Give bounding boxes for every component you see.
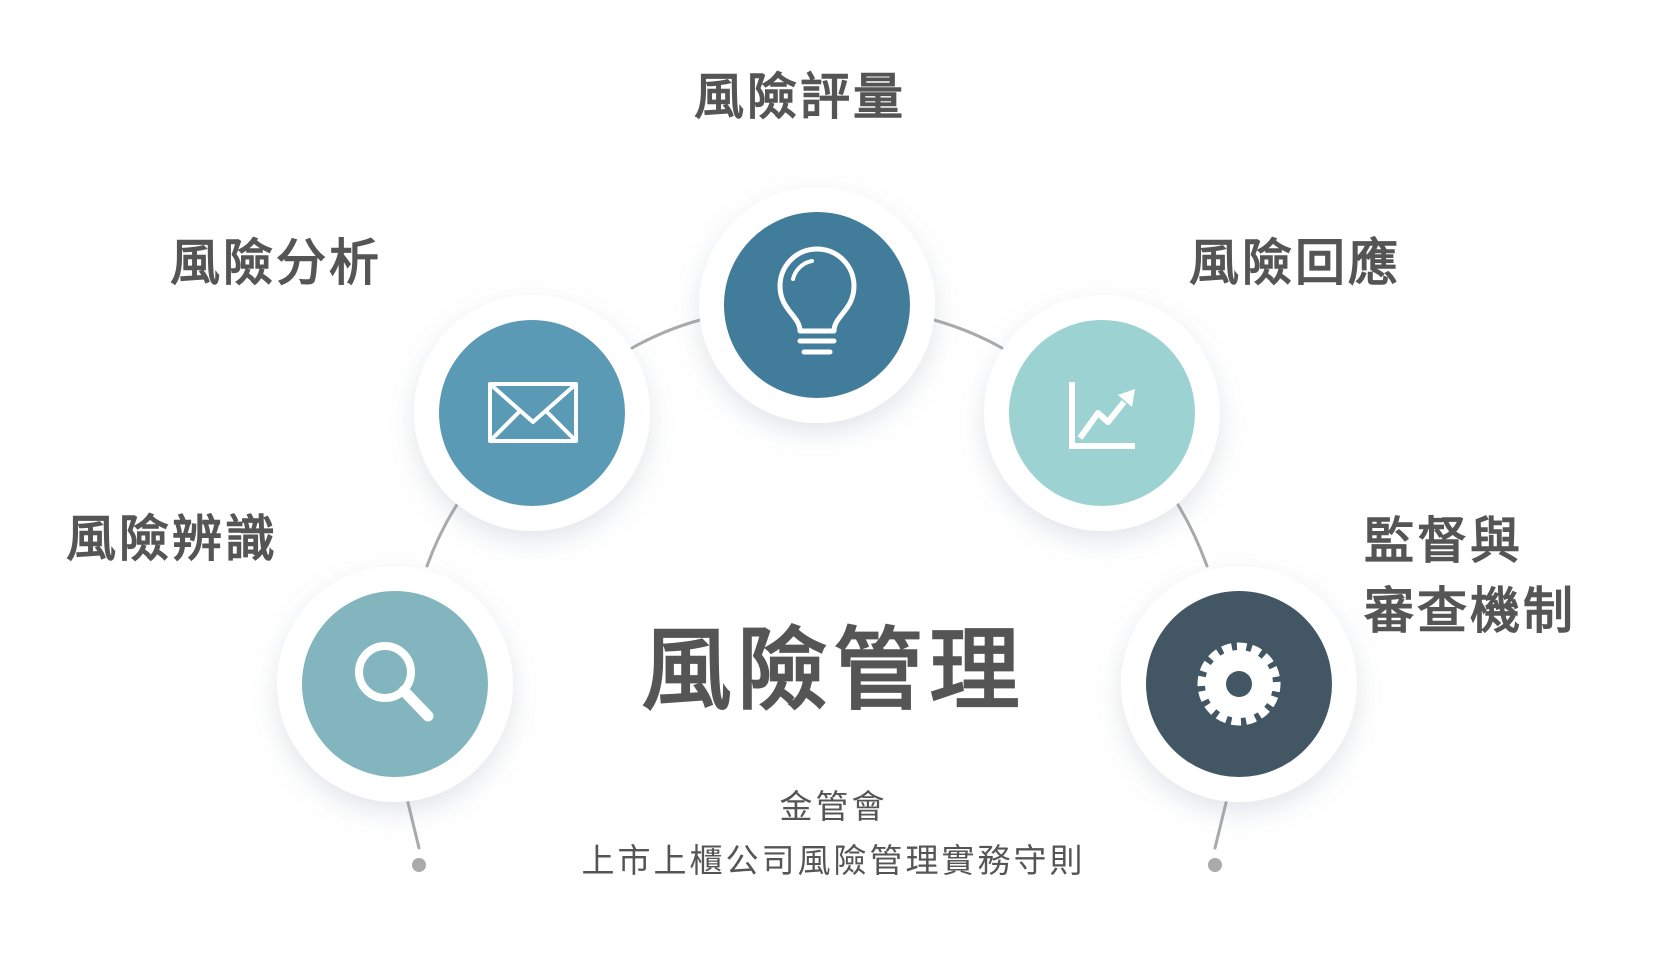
connector-evaluate-respond xyxy=(932,318,1004,350)
connector-identify-analyze xyxy=(425,498,462,568)
stage-label-monitor-line-1: 監督與 xyxy=(1364,512,1523,570)
stage-label-monitor-line-2: 審查機制 xyxy=(1364,582,1576,640)
stage-identify xyxy=(277,566,513,802)
stage-label-monitor: 監督與 審查機制 xyxy=(1364,506,1576,646)
connector-analyze-evaluate xyxy=(630,318,702,350)
stage-analyze xyxy=(414,295,650,531)
search-icon xyxy=(355,642,434,722)
source-document: 上市上櫃公司風險管理實務守則 xyxy=(581,841,1086,880)
lightbulb-icon xyxy=(777,246,857,355)
center-title: 風險管理 xyxy=(641,618,1026,723)
stage-respond xyxy=(984,295,1220,531)
stage-label-respond: 風險回應 xyxy=(1189,234,1401,292)
stage-evaluate xyxy=(699,187,935,423)
stage-evaluate-circle xyxy=(724,212,910,398)
connector-respond-monitor xyxy=(1173,498,1209,568)
stage-label-evaluate: 風險評量 xyxy=(694,68,906,126)
chart-trend-icon xyxy=(1069,382,1135,449)
gear-icon xyxy=(1197,642,1281,726)
stage-monitor xyxy=(1121,566,1357,802)
source-org: 金管會 xyxy=(779,787,888,826)
stage-analyze-circle xyxy=(439,320,625,506)
stage-identify-circle xyxy=(302,591,488,777)
connector-end-dot xyxy=(1208,858,1222,872)
stage-label-identify: 風險辨識 xyxy=(66,510,278,568)
envelope-icon xyxy=(488,382,578,443)
stage-label-analyze: 風險分析 xyxy=(170,234,382,292)
connector-start-dot xyxy=(412,858,426,872)
